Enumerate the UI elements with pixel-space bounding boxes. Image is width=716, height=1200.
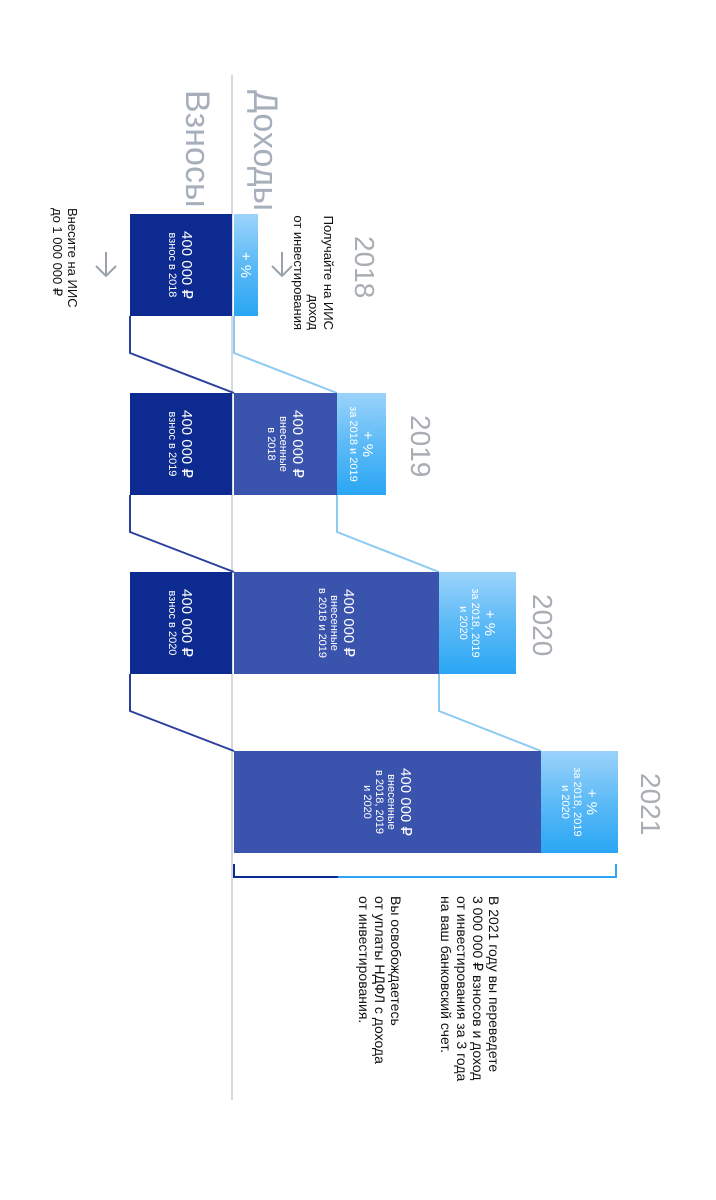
carried-sub: внесенные в 2018, 2019 и 2020	[361, 770, 397, 834]
contribution-connector-2	[129, 495, 235, 573]
contribution-amount: 400 000 ₽	[178, 589, 196, 657]
contribution-sub: взнос в 2019	[166, 411, 179, 477]
income-connector-3	[438, 674, 542, 752]
year-2021: 2021	[635, 773, 666, 836]
income-plus: + %	[583, 788, 600, 816]
income-connector-2	[336, 495, 440, 573]
income-box-2018: + %	[234, 214, 258, 316]
carried-sub: внесенные в 2018 и 2019	[316, 587, 340, 659]
deposit-note: Внесите на ИИС до 1 000 000 ₽	[50, 208, 80, 308]
contribution-connector-3	[129, 674, 235, 752]
carried-sub: внесенные в 2018	[265, 416, 289, 472]
income-sub: за 2018, 2019 и 2020	[457, 588, 481, 658]
contribution-box-2020: 400 000 ₽ взнос в 2020	[130, 572, 232, 674]
income-plus: + %	[359, 430, 376, 458]
carried-box-2019: 400 000 ₽ внесенные в 2018	[234, 393, 337, 495]
carried-amount: 400 000 ₽	[289, 410, 306, 478]
contribution-sub: взнос в 2020	[166, 590, 179, 656]
contribution-amount: 400 000 ₽	[178, 231, 196, 299]
contributions-label: Взносы	[178, 90, 216, 208]
transfer-note: В 2021 году вы переведете 3 000 000 ₽ вз…	[438, 896, 502, 1082]
income-box-2019: + % за 2018 и 2019	[337, 393, 386, 495]
arrow-right-icon	[271, 252, 293, 278]
receive-income-note: Получайте на ИИС доход от инвестирования	[291, 215, 336, 330]
income-plus: + %	[481, 609, 498, 637]
contribution-connector-1	[129, 316, 235, 394]
contribution-sub: взнос в 2018	[166, 232, 179, 298]
total-bracket-dark	[233, 864, 338, 878]
income-plus: + %	[237, 251, 255, 279]
contribution-box-2019: 400 000 ₽ взнос в 2019	[130, 393, 232, 495]
contribution-box-2018: 400 000 ₽ взнос в 2018	[130, 214, 232, 316]
carried-box-2021: 400 000 ₽ внесенные в 2018, 2019 и 2020	[234, 751, 541, 853]
income-box-2021: + % за 2018, 2019 и 2020	[541, 751, 618, 853]
arrow-right-icon	[95, 252, 117, 278]
income-sub: за 2018 и 2019	[347, 406, 359, 482]
income-connector-1	[233, 316, 338, 394]
contribution-amount: 400 000 ₽	[178, 410, 196, 478]
year-2020: 2020	[527, 594, 558, 657]
tax-free-note: Вы освобождаетесь от уплаты НДФЛ с доход…	[356, 896, 404, 1064]
carried-amount: 400 000 ₽	[340, 589, 357, 657]
year-2018: 2018	[349, 236, 380, 299]
carried-box-2020: 400 000 ₽ внесенные в 2018 и 2019	[234, 572, 439, 674]
year-2019: 2019	[405, 415, 436, 478]
total-bracket-light	[338, 864, 617, 878]
carried-amount: 400 000 ₽	[397, 768, 414, 836]
income-box-2020: + % за 2018, 2019 и 2020	[439, 572, 516, 674]
income-sub: за 2018, 2019 и 2020	[559, 767, 583, 837]
income-label: Доходы	[246, 90, 284, 211]
